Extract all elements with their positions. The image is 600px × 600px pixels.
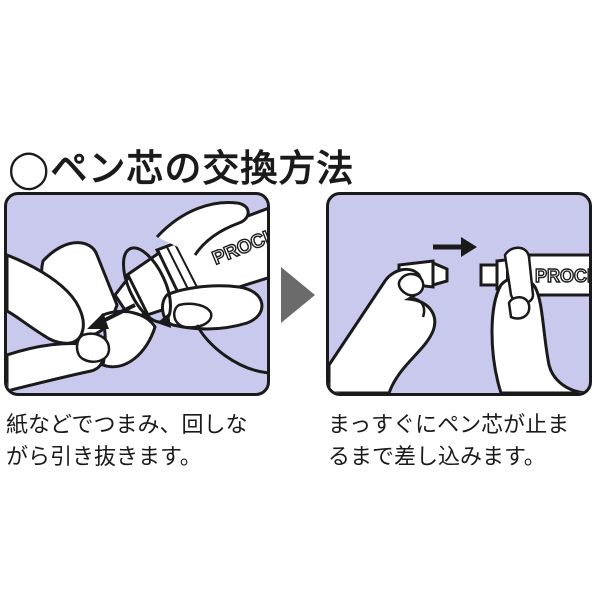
step-2-caption: まっすぐにペン芯が止ま るまで差し込みます。 (328, 410, 598, 474)
hand-icon (7, 253, 111, 393)
brand-label: PROCKE (535, 266, 589, 286)
caption-line: 紙などでつまみ、回しな (6, 413, 248, 438)
triangle-right-icon (281, 267, 315, 323)
page-title: ◯ペン芯の交換方法 (8, 147, 355, 190)
caption-line: まっすぐにペン芯が止ま (328, 413, 570, 438)
hand-icon (155, 200, 267, 375)
caption-line: がら引き抜きます。 (6, 445, 202, 470)
insert-arrow-icon (433, 237, 477, 257)
pull-arrow-icon (87, 303, 136, 329)
rotate-arrow-icon (122, 246, 172, 328)
step-2-illustration: PROCKE (326, 192, 592, 396)
hand-icon (490, 246, 589, 393)
caption-line: るまで差し込みます。 (328, 445, 546, 470)
hand-icon (329, 267, 437, 393)
step-1-caption: 紙などでつまみ、回しな がら引き抜きます。 (6, 410, 276, 474)
step-1-illustration: PROCKE (4, 192, 270, 396)
